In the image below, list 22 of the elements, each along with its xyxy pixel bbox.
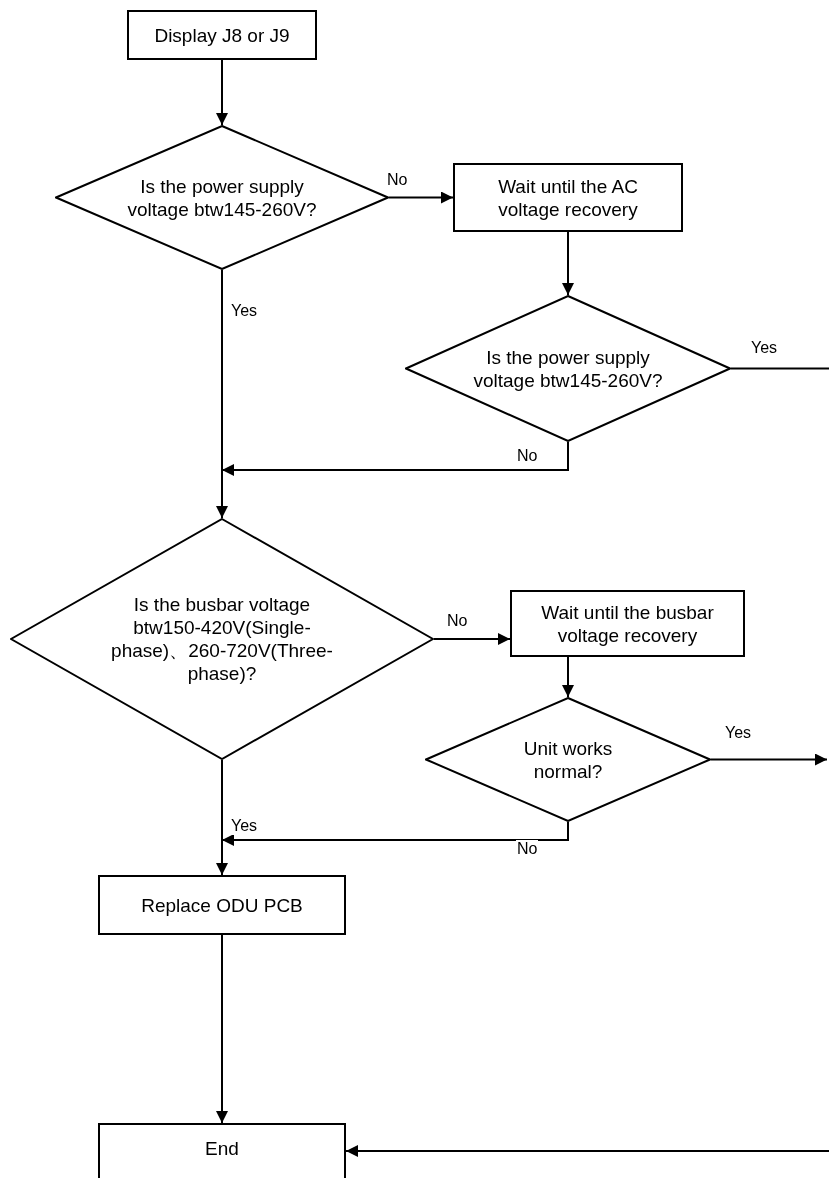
process-box: Wait until the busbar voltage recovery xyxy=(510,590,745,657)
arrow xyxy=(345,1145,829,1157)
arrow xyxy=(562,656,574,698)
arrow xyxy=(433,633,511,645)
process-box: Replace ODU PCB xyxy=(98,875,346,935)
decision-diamond: Is the power supply voltage btw145-260V? xyxy=(405,295,731,442)
decision-diamond: Unit works normal? xyxy=(425,697,711,822)
process-box: Display J8 or J9 xyxy=(127,10,317,60)
arrow xyxy=(216,759,228,876)
arrow xyxy=(710,753,828,766)
process-box: End xyxy=(98,1123,346,1178)
process-box: Wait until the AC voltage recovery xyxy=(453,163,683,232)
arrow xyxy=(216,59,228,126)
arrow xyxy=(562,231,574,296)
arrow xyxy=(388,191,454,204)
arrow xyxy=(221,441,569,476)
edge-label: Yes xyxy=(230,817,259,835)
arrow xyxy=(216,269,228,519)
arrow xyxy=(221,821,569,846)
decision-diamond: Is the busbar voltage btw150-420V(Single-phase)、260-720V(Three-phase)? xyxy=(10,518,434,760)
decision-diamond: Is the power supply voltage btw145-260V? xyxy=(55,125,389,270)
arrow xyxy=(216,934,228,1124)
